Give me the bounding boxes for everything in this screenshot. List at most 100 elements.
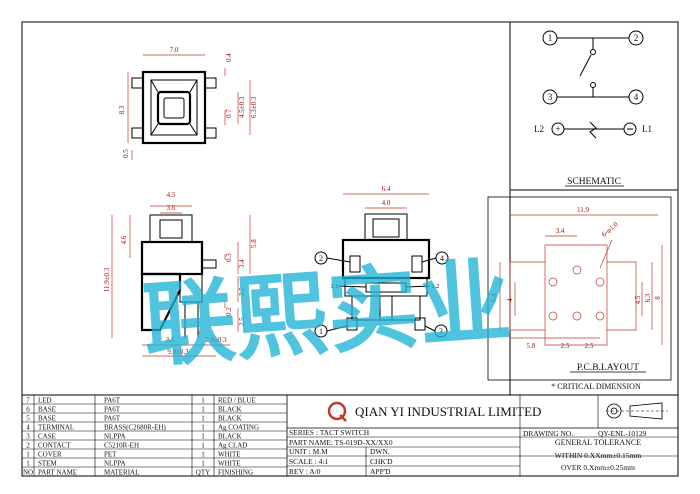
front-pin-3: 3: [439, 327, 443, 336]
bom-cell-finish: RED / BLUE: [218, 396, 256, 404]
bom-cell-finish: WHITE: [218, 459, 241, 467]
rev: REV : A/0: [289, 467, 321, 476]
drawing-no-label: DRAWING NO.: [523, 429, 573, 438]
pcb-dim-2-5b: 2.5: [585, 342, 594, 350]
top-dim-0-7: 0.7: [225, 109, 233, 118]
projection-symbol-icon: [606, 402, 668, 420]
front-pin-1: 1: [319, 327, 323, 336]
bom-cell-part: COVER: [38, 450, 62, 458]
bom-cell-part: STEM: [38, 459, 57, 467]
bom-cell-material: PA6T: [104, 414, 121, 422]
side-dim-9-0: 9.0±0.3: [167, 348, 189, 356]
bom-cell-no: 6: [26, 405, 30, 413]
side-dim-0-2: 0.2: [225, 307, 233, 316]
chkd-label: CHK'D: [370, 457, 393, 466]
top-dim-8-3: 8.3: [118, 105, 126, 114]
bom-cell-part: TERMINAL: [38, 423, 74, 431]
bom-cell-part: CONTACT: [38, 441, 71, 449]
bom-cell-part: BASE: [38, 414, 56, 422]
scale: SCALE : 4:1: [289, 457, 328, 466]
bom-cell-part: PART NAME: [38, 468, 77, 476]
bom-cell-qty: 1: [201, 405, 205, 413]
front-l1-label: L1: [331, 283, 338, 290]
bom-cell-material: NLPPA: [104, 432, 126, 440]
front-pin-4: 4: [440, 254, 444, 263]
pcb-dim-2-5a: 2.5: [561, 342, 570, 350]
pin-3-label: 3: [548, 92, 553, 102]
pcb-dim-6-3: 6.3: [644, 293, 652, 302]
bom-row: 1 STEM NLPPA 1 WHITE: [26, 459, 240, 467]
bom-cell-qty: 1: [201, 459, 205, 467]
title-block: QIAN YI INDUSTRIAL LIMITED SERIES : TACT…: [287, 395, 678, 476]
pcb-dim-11-9: 11.9: [577, 206, 589, 214]
bom-cell-no: NO: [23, 468, 33, 476]
pin-1-label: 1: [548, 33, 553, 43]
pin-2-label: 2: [634, 33, 639, 43]
company-name: QIAN YI INDUSTRIAL LIMITED: [355, 404, 541, 419]
pcb-hole-note: 6-φ1.0: [600, 220, 620, 238]
pcb-layout-title: P.C.B.LAYOUT: [577, 363, 639, 373]
bom-cell-material: MATERIAL: [104, 468, 139, 476]
led-l2-label: L2: [534, 124, 544, 134]
bom-cell-finish: Ag CLAD: [218, 441, 247, 449]
bom-cell-material: PA6T: [104, 405, 121, 413]
drawing-no: QY-ENL-10129: [598, 429, 647, 438]
dwn-label: DWN.: [370, 447, 390, 456]
bom-cell-material: NLPPA: [104, 459, 126, 467]
svg-text:+: +: [555, 124, 560, 134]
part-name: PART NAME: TS-019D-XX/XX0: [289, 438, 393, 447]
bom-cell-no: 1: [26, 450, 30, 458]
bom-cell-qty: QTY: [196, 468, 210, 476]
front-l2-label: L2: [432, 283, 439, 290]
top-dim-7-0: 7.0: [170, 46, 179, 54]
side-dim-4-5: 4.5: [167, 191, 176, 199]
critical-dimension-note: * CRITICAL DIMENSION: [551, 382, 641, 391]
pcb-dim-6-4: 6.4: [490, 293, 498, 302]
series: SERIES : TACT SWITCH: [289, 428, 370, 437]
bom-cell-part: BASE: [38, 405, 56, 413]
side-dim-4-6: 4.6: [120, 235, 128, 244]
bom-cell-no: 3: [26, 432, 30, 440]
bom-row: 6 BASE PA6T 1 BLACK: [26, 405, 241, 413]
pcb-dim-3-4: 3.4: [556, 227, 565, 235]
bom-cell-qty: 1: [201, 441, 205, 449]
bom-cell-no: 7: [26, 396, 30, 404]
bom-cell-no: 2: [26, 441, 30, 449]
bom-cell-finish: BLACK: [218, 432, 242, 440]
schematic: 1 2 3 4 L2 + L1 SCHEMATIC: [534, 30, 652, 187]
bom-cell-no: 1: [26, 459, 30, 467]
pcb-dim-5-8: 5.8: [527, 342, 536, 350]
bom-cell-qty: 1: [201, 414, 205, 422]
side-dim-0-3: 0.3: [225, 253, 233, 262]
pin-4-label: 4: [634, 92, 639, 102]
top-dim-6-3: 6.3±0.3: [250, 96, 258, 118]
unit: UNIT : M.M: [289, 447, 328, 456]
top-dim-4-5: 4.5±0.3: [238, 96, 246, 118]
bom-cell-finish: BLACK: [218, 414, 242, 422]
front-dim-6-4: 6.4: [382, 185, 391, 193]
tolerance-within: WITHIN 0.XXmm±0.15mm: [555, 451, 642, 460]
bom-cell-material: PET: [104, 450, 117, 458]
side-view: 4.5 3.6 4.6 11.9±0.3 0.3 3.4 5.8 2.5 0.2…: [103, 191, 258, 357]
bom-cell-part: LED: [38, 396, 52, 404]
top-dim-0-5: 0.5: [122, 149, 130, 158]
side-dim-2-0: 2.0±0.3: [205, 336, 227, 344]
bom-cell-finish: BLACK: [218, 405, 242, 413]
watermark: 联熙实业: [140, 248, 515, 380]
bom-cell-finish: WHITE: [218, 450, 241, 458]
bom-cell-no: 4: [26, 423, 30, 431]
bom-cell-finish: Ag COATING: [218, 423, 259, 431]
bom-cell-part: CASE: [38, 432, 56, 440]
bom-cell-material: BRASS(C2680R-EH): [104, 423, 167, 431]
side-dim-2-5b: 2.5: [238, 317, 246, 326]
side-dim-3-4: 3.4: [238, 259, 246, 268]
front-dim-4-0: 4.0: [382, 199, 391, 207]
bom-cell-qty: 1: [201, 450, 205, 458]
schematic-title: SCHEMATIC: [567, 177, 621, 187]
